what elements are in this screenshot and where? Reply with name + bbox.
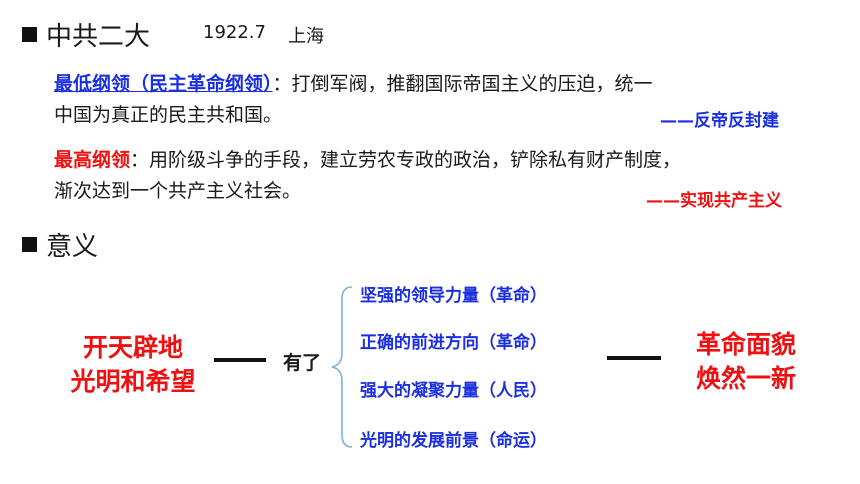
diagram-item-cohesion: 强大的凝聚力量（人民） — [360, 381, 547, 401]
diagram-right-line1: 革命面貌 — [695, 330, 796, 359]
diagram-left-line2: 光明和希望 — [70, 367, 196, 396]
minimum-program-text-1: 打倒军阀，推翻国际帝国主义的压迫，统一 — [291, 73, 653, 95]
minimum-program-colon: ： — [272, 73, 292, 95]
minimum-program-text-2: 中国为真正的民主共和国。 — [54, 104, 283, 126]
diagram-item-prospects: 光明的发展前景（命运） — [360, 431, 547, 451]
diagram-item-direction: 正确的前进方向（革命） — [360, 333, 547, 353]
diagram-right-line2: 焕然一新 — [695, 364, 796, 393]
diagram-middle-text: 有了 — [283, 352, 322, 374]
maximum-program-label: 最高纲领 — [54, 149, 131, 171]
bracket-brace — [331, 286, 353, 448]
minimum-program-note: ——反帝反封建 — [660, 111, 779, 131]
diagram-left-line1: 开天辟地 — [82, 333, 183, 362]
connector-dash-left — [214, 358, 266, 362]
maximum-program-text-1: 用阶级斗争的手段，建立劳农专政的政治，铲除私有财产制度， — [149, 149, 682, 171]
congress-date: 1922.7 — [203, 22, 266, 43]
diagram-left-text: 开天辟地 光明和希望 — [58, 331, 208, 399]
diagram-right-text: 革命面貌 焕然一新 — [676, 328, 816, 396]
section-title-significance: 意义 — [46, 232, 99, 262]
minimum-program-line1: 最低纲领（民主革命纲领）：打倒军阀，推翻国际帝国主义的压迫，统一 — [54, 69, 653, 99]
congress-place: 上海 — [288, 26, 324, 47]
minimum-program-label: 最低纲领（民主革命纲领） — [54, 73, 273, 95]
section-title-cpc-second-congress: 中共二大 — [46, 22, 151, 52]
maximum-program-line1: 最高纲领：用阶级斗争的手段，建立劳农专政的政治，铲除私有财产制度， — [54, 145, 681, 175]
maximum-program-note: ——实现共产主义 — [646, 191, 782, 211]
maximum-program-text-2: 渐次达到一个共产主义社会。 — [54, 180, 302, 202]
connector-dash-right — [607, 356, 661, 360]
bullet-square-icon — [22, 27, 37, 42]
diagram-item-leadership: 坚强的领导力量（革命） — [360, 286, 547, 306]
bullet-square-icon — [22, 237, 37, 252]
maximum-program-colon: ： — [130, 149, 150, 171]
